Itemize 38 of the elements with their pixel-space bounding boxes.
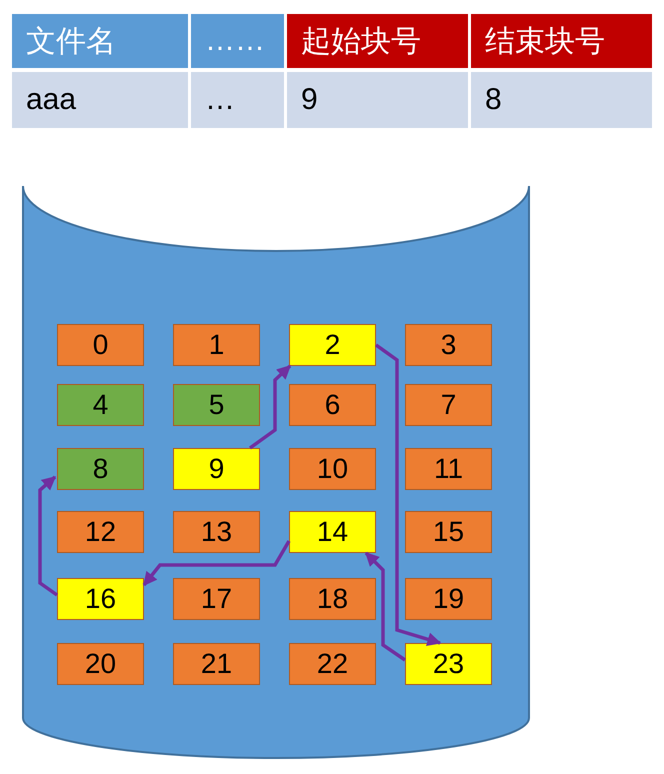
disk-block: 12 [57, 511, 144, 553]
disk-block: 10 [289, 448, 376, 490]
table-cell: 9 [287, 72, 468, 128]
header-cell: …… [191, 14, 284, 68]
disk-block: 11 [405, 448, 492, 490]
arrow [364, 552, 406, 662]
disk-block: 1 [173, 324, 260, 366]
disk-block: 3 [405, 324, 492, 366]
disk-block: 8 [57, 448, 144, 490]
table-cell: aaa [12, 72, 188, 128]
disk-block: 5 [173, 384, 260, 426]
disk-block: 23 [405, 643, 492, 685]
header-cell: 起始块号 [287, 14, 468, 68]
header-cell: 结束块号 [471, 14, 652, 68]
header-cell: 文件名 [12, 14, 188, 68]
disk-cylinder [22, 185, 530, 760]
disk-block: 4 [57, 384, 144, 426]
table-cell: … [191, 72, 284, 128]
disk-block: 14 [289, 511, 376, 553]
disk-block: 15 [405, 511, 492, 553]
arrow [142, 540, 291, 586]
disk-block: 19 [405, 578, 492, 620]
disk-block: 6 [289, 384, 376, 426]
disk-block: 9 [173, 448, 260, 490]
arrow [374, 344, 442, 646]
disk-block: 18 [289, 578, 376, 620]
table-cell: 8 [471, 72, 652, 128]
disk-block: 20 [57, 643, 144, 685]
arrow [248, 364, 292, 450]
disk-block: 2 [289, 324, 376, 366]
disk-block: 21 [173, 643, 260, 685]
arrow [38, 476, 58, 596]
disk-block: 0 [57, 324, 144, 366]
disk-block: 13 [173, 511, 260, 553]
disk-block: 17 [173, 578, 260, 620]
disk-block: 22 [289, 643, 376, 685]
disk-block: 16 [57, 578, 144, 620]
disk-block: 7 [405, 384, 492, 426]
